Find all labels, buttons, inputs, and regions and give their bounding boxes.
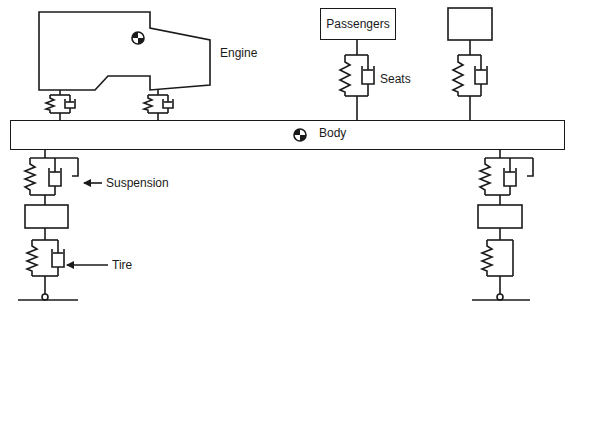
damper-piston: [505, 171, 515, 173]
damper-cup: [49, 168, 61, 186]
spring-symbol: [144, 95, 152, 113]
ground-line: [472, 299, 530, 301]
damper-piston: [53, 252, 63, 254]
engine-mass: Engine: [38, 10, 278, 95]
damper-piston: [50, 171, 60, 173]
damper-rod: [367, 55, 369, 70]
seat-rod: [469, 40, 471, 55]
callout-arrow: [84, 182, 102, 184]
seat-spring-damper: [340, 40, 374, 120]
damper-piston: [164, 101, 172, 103]
suspension-bar: [30, 194, 55, 196]
spring-symbol: [27, 240, 37, 276]
cg-fill: [132, 32, 144, 44]
ground-contact: [42, 294, 48, 300]
engine-label: Engine: [220, 46, 257, 60]
callout-arrow: [67, 264, 108, 266]
tire-symbol: [472, 228, 530, 300]
tire-rod: [499, 228, 501, 240]
cg-circle: [294, 129, 306, 141]
damper-piston: [66, 101, 74, 103]
damper-cup: [163, 99, 173, 108]
damper-piston: [363, 69, 373, 71]
damper-rod: [509, 158, 511, 172]
tire-rod: [44, 228, 46, 240]
damper-rod: [480, 55, 482, 70]
damper-rod: [69, 95, 71, 102]
tire-rod: [499, 276, 501, 294]
damper-rod: [167, 95, 169, 102]
body-label: Body: [319, 126, 346, 140]
damper-cup: [52, 249, 64, 267]
part-label: Suspension: [106, 176, 169, 190]
spring-symbol: [46, 95, 54, 113]
engine-outline: [38, 10, 214, 94]
suspension-rod: [499, 150, 501, 158]
damper-cup: [504, 168, 516, 186]
damper-rod: [367, 84, 369, 96]
damper-rod: [54, 186, 56, 195]
engine-mount: [144, 89, 173, 120]
spring-symbol: [453, 55, 463, 96]
mount-rod: [157, 113, 159, 120]
damper-rod: [509, 186, 511, 195]
tire-rod: [44, 276, 46, 294]
ground-line: [18, 299, 78, 301]
tire-side: [512, 240, 514, 276]
suspension-rod: [44, 195, 46, 205]
wheel-mass: [478, 205, 522, 228]
body-mass: Body: [10, 120, 565, 150]
spring-symbol: [25, 158, 35, 195]
spring-symbol: [340, 55, 350, 96]
damper-piston: [476, 69, 486, 71]
damper-rod: [480, 84, 482, 96]
damper-cup: [475, 66, 487, 84]
tire-bar: [32, 239, 58, 241]
suspension-symbol: [25, 150, 78, 205]
damper-cup: [65, 99, 75, 108]
passenger-mass: Passengers: [320, 8, 396, 40]
stop-symbol: [72, 158, 78, 176]
suspension-rod: [44, 150, 46, 158]
suspension-bar: [30, 157, 78, 159]
cg-symbol: [294, 129, 306, 141]
seat-spring-damper: [453, 40, 487, 120]
suspension-bar: [485, 157, 533, 159]
suspension-symbol: [480, 150, 533, 205]
seat-bar: [458, 54, 481, 56]
tire-bar: [487, 239, 513, 241]
seat-rod: [356, 96, 358, 120]
mount-bar: [50, 94, 70, 96]
damper-cup: [362, 66, 374, 84]
wheel-mass: [25, 205, 68, 228]
passenger-mass: [448, 8, 492, 40]
damper-rod: [54, 158, 56, 172]
damper-rod: [57, 240, 59, 253]
engine-shape: [39, 12, 210, 90]
part-label: Tire: [112, 258, 132, 272]
seat-bar: [345, 54, 368, 56]
seat-rod: [356, 40, 358, 55]
passenger-label: Passengers: [326, 17, 389, 31]
ground-contact: [497, 294, 503, 300]
cg-circle: [132, 32, 144, 44]
suspension-rod: [499, 195, 501, 205]
part-label: Seats: [380, 72, 411, 86]
spring-symbol: [480, 158, 490, 195]
spring-symbol: [482, 240, 492, 276]
mount-rod: [59, 113, 61, 120]
seat-rod: [469, 96, 471, 120]
tire-symbol: [18, 228, 78, 300]
mount-bar: [148, 94, 168, 96]
suspension-bar: [485, 194, 510, 196]
cg-fill: [294, 129, 306, 141]
stop-symbol: [527, 158, 533, 176]
damper-rod: [57, 267, 59, 276]
engine-mount: [46, 90, 75, 120]
